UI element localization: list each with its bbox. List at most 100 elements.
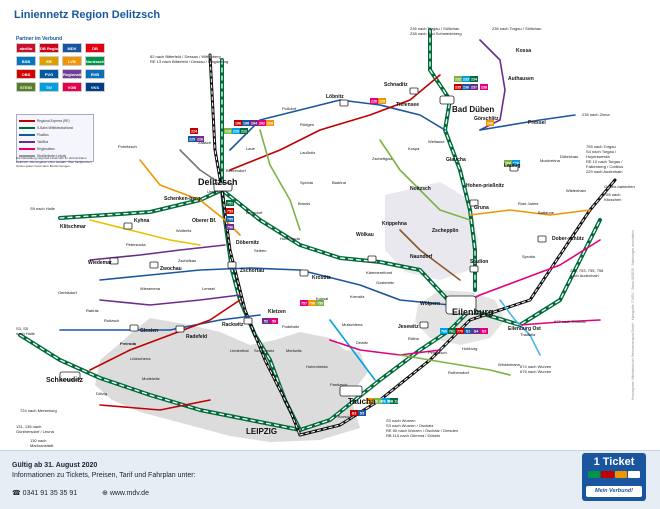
station-stadion[interactable] [469, 265, 479, 273]
line-badge: RB 110 [388, 398, 400, 404]
destination-label: 236 nach Torgau / Söllichau [492, 26, 541, 31]
destination-label: 236 nach Torgau / Söllichau [410, 26, 459, 31]
station-rackwitz[interactable] [243, 317, 253, 325]
ticket-logo: 1 Ticket Mein Verbund! [582, 453, 646, 501]
place-label-glesien: Glesien [140, 328, 158, 334]
line-badge: 226 [196, 136, 204, 142]
place-label-pehritzsch: Pehritzsch [428, 350, 447, 355]
station-delitzsch[interactable] [213, 182, 233, 192]
place-label-rote-jahne: Rote Jahne [518, 201, 539, 206]
legend: Regional-Express (RE)S-Bahn Mitteldeutsc… [16, 114, 94, 162]
place-label-krippehna: Krippehna [382, 221, 407, 227]
place-label-modelwitz: Modelwitz [142, 376, 160, 381]
station-zschortau[interactable] [227, 261, 237, 269]
station-jesewitz[interactable] [419, 321, 429, 329]
legend-label: S-Bahn Mitteldeutschland [37, 125, 74, 130]
station-eilenburg[interactable] [445, 295, 477, 315]
place-label-schenkenberg: Schenken-berg [164, 196, 200, 202]
bus-brown-1 [399, 229, 461, 281]
line-badge-bg [224, 128, 232, 134]
station-krostitz[interactable] [299, 269, 309, 277]
place-label-taucha: Taucha [348, 397, 376, 406]
partner-logo: VKS [85, 82, 105, 92]
ticket-mode-train [588, 471, 601, 478]
line-badge-text: 204 [251, 122, 257, 126]
bus-blue-3 [59, 314, 261, 331]
line-badge-text: 761 [449, 330, 455, 334]
destination-label: Hoyerswerda [586, 154, 610, 159]
station-wolkau[interactable] [367, 255, 377, 263]
destination-label: 238 nach Bad Schmiedeberg [410, 31, 462, 36]
line-badge-bg [232, 128, 240, 134]
station-glesien[interactable] [129, 324, 139, 332]
line-badge-bg [454, 76, 462, 82]
station-radefeld[interactable] [175, 325, 185, 333]
destination-label: Kitzschen [604, 197, 621, 202]
s-bahn-s9-dash [59, 189, 601, 326]
line-badge-bg [188, 136, 196, 142]
station-gruna[interactable] [469, 199, 479, 207]
line-badge: S5 [358, 410, 366, 416]
bus-lightgreen-1 [259, 129, 301, 231]
station-wiedemar[interactable] [109, 257, 119, 265]
line-badge-bg [456, 328, 464, 334]
line-badge-bg [366, 398, 374, 404]
destination-label: S9 nach Halle [30, 206, 56, 211]
destination-label: S3 nach Wurzen / Oschatz [386, 423, 434, 428]
legend-swatch [19, 119, 35, 122]
place-label-woelpern: Wölpern [420, 301, 440, 307]
line-badge: 229 [378, 98, 386, 104]
station-kyhna[interactable] [123, 222, 133, 230]
line-badge: 238 [480, 84, 488, 90]
line-badge-bg [350, 410, 358, 416]
bus-red-1 [229, 74, 441, 171]
legend-row: PlusBus [19, 131, 91, 138]
destination-label: Markranstädt [30, 443, 54, 448]
place-label-eilenburg-ost: Eilenburg Ost [508, 326, 541, 332]
destination-label: 677 nach Rödelitz [554, 319, 586, 324]
line-badge-text: 758 [309, 302, 315, 306]
station-bad-dueben[interactable] [439, 95, 455, 105]
line-badge-text: S2 [466, 330, 470, 334]
place-label-dobeneck: Dölzig [96, 391, 107, 396]
place-label-krensitz: Krensitz [350, 294, 364, 299]
phone-number[interactable]: ☎ 0341 91 35 35 91 [12, 490, 78, 497]
line-badge-text: RB 110 [388, 400, 400, 404]
station-schkeuditz[interactable] [59, 371, 81, 381]
line-badge-text: RE 13 [373, 400, 383, 404]
line-badge-text: 235 [455, 86, 461, 90]
place-label-podelwitz: Podelwitz [282, 324, 299, 329]
line-badge-bg [448, 328, 456, 334]
line-badge-text: 236 [463, 86, 469, 90]
line-badge-text: 696 [513, 162, 519, 166]
line-badge: 758 [308, 300, 316, 306]
partner-logo: VGB [62, 82, 82, 92]
station-doberschuetz[interactable] [537, 235, 547, 243]
partner-logo: abellio [16, 43, 36, 53]
place-label-sprotta: Sprotta [522, 254, 536, 259]
destination-label: S3, S5 [16, 326, 29, 331]
station-taucha[interactable] [339, 385, 363, 397]
line-badge-bg [240, 128, 248, 134]
re-east-dash [299, 179, 616, 436]
phone-icon: ☎ [12, 490, 23, 497]
station-schnaditz[interactable] [409, 87, 419, 95]
destination-label: 724 nach Merseburg [20, 408, 57, 413]
place-label-kaemmerei: Kämmereiforst [366, 270, 393, 275]
destination-label: 755 nach Torgau [586, 144, 616, 149]
station-zwochau[interactable] [149, 261, 159, 269]
website-link[interactable]: ⊕ www.mdv.de [102, 490, 149, 497]
line-badge: 59 [270, 318, 278, 324]
partner-logo: OBS [16, 69, 36, 79]
place-label-laue: Laue [246, 146, 256, 151]
partner-logo: LVB [62, 56, 82, 66]
legend-label: Regionalbus [37, 146, 55, 151]
station-loebnitz[interactable] [339, 99, 349, 107]
line-badge-bg [308, 300, 316, 306]
destination-label: 676 nach Wurzen [520, 369, 551, 374]
destination-label: RB 110 nach Grimma / Döbeln [386, 433, 440, 438]
place-label-wolteritz: Wolteritz [176, 228, 191, 233]
line-badge-bg [454, 84, 462, 90]
